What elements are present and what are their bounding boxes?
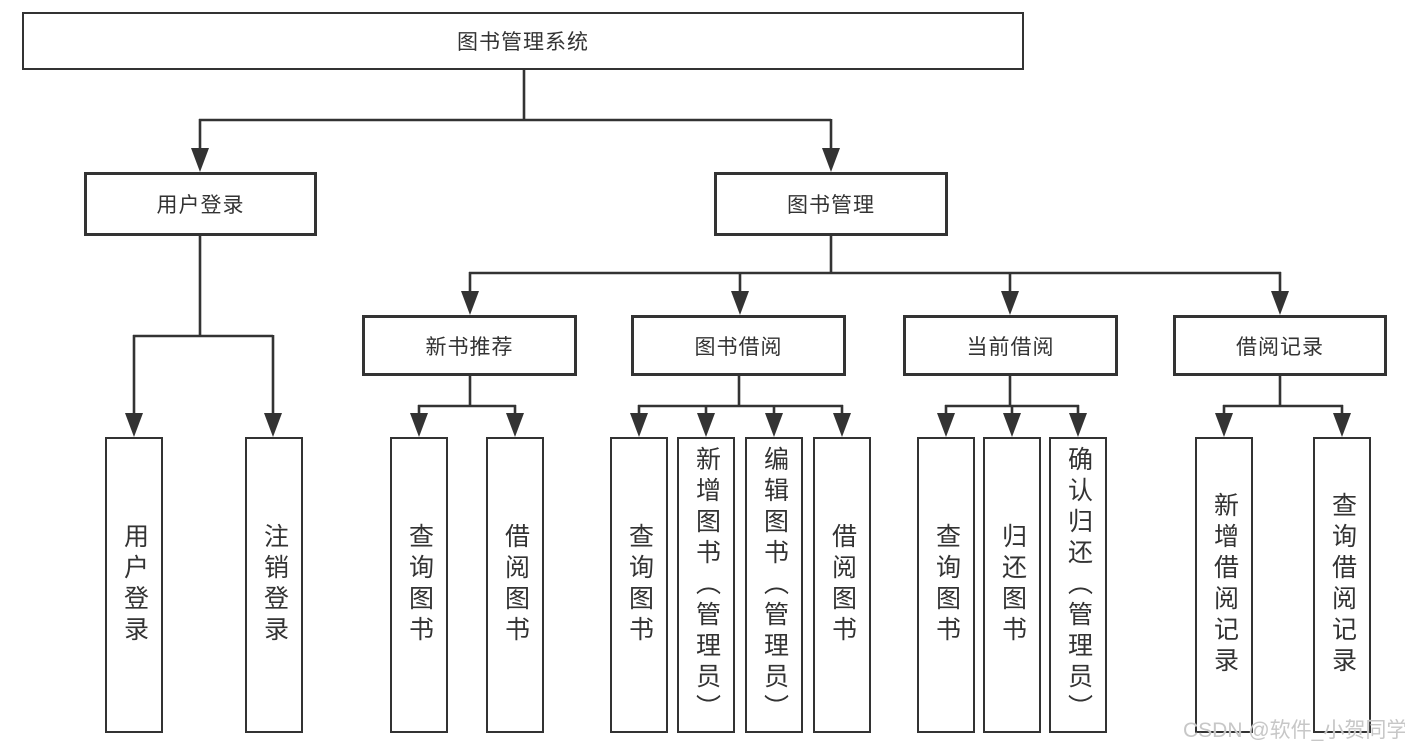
node-new-book-recommendation: 新书推荐 (362, 315, 577, 376)
leaf-label: 查询图书 (625, 523, 654, 647)
connector-new-book-to-leaves (410, 376, 524, 437)
leaf-label: 查询借阅记录 (1328, 492, 1357, 678)
node-library-management-system: 图书管理系统 (22, 12, 1024, 70)
node-label: 用户登录 (156, 194, 245, 217)
watermark: CSDN @软件_小贺同学 (1183, 719, 1405, 742)
leaf-add-books-admin: 新增图书（管理员） (677, 437, 735, 733)
leaf-borrow-books-borrowing: 借阅图书 (813, 437, 871, 733)
node-user-login: 用户登录 (84, 172, 317, 236)
node-book-borrowing: 图书借阅 (631, 315, 846, 376)
node-label: 图书管理系统 (457, 31, 589, 54)
leaf-query-books-borrowing: 查询图书 (610, 437, 668, 733)
leaf-user-login: 用户登录 (105, 437, 163, 733)
node-label: 图书借阅 (694, 335, 783, 359)
leaf-label: 确认归还（管理员） (1064, 445, 1093, 725)
connector-borrowing-records-to-leaves (1215, 376, 1351, 437)
connector-user-login-to-leaves (125, 236, 282, 437)
connector-root-to-level2 (191, 70, 840, 172)
node-current-borrowing: 当前借阅 (903, 315, 1118, 376)
node-borrowing-records: 借阅记录 (1173, 315, 1387, 376)
leaf-label: 借阅图书 (828, 523, 857, 647)
leaf-label: 查询图书 (405, 523, 434, 647)
leaf-label: 编辑图书（管理员） (760, 445, 789, 725)
leaf-confirm-return-admin: 确认归还（管理员） (1049, 437, 1107, 733)
leaf-query-borrow-record: 查询借阅记录 (1313, 437, 1371, 733)
node-label: 借阅记录 (1236, 335, 1324, 359)
leaf-label: 归还图书 (998, 523, 1027, 647)
connector-book-management-to-level3 (461, 236, 1289, 315)
leaf-return-books: 归还图书 (983, 437, 1041, 733)
node-label: 图书管理 (787, 194, 875, 217)
leaf-label: 查询图书 (932, 523, 961, 647)
leaf-label: 新增借阅记录 (1210, 492, 1239, 678)
node-label: 新书推荐 (425, 335, 514, 359)
connector-current-borrowing-to-leaves (937, 376, 1087, 437)
leaf-label: 用户登录 (120, 523, 149, 647)
leaf-edit-books-admin: 编辑图书（管理员） (745, 437, 803, 733)
node-book-management: 图书管理 (714, 172, 948, 236)
leaf-borrow-books-recommend: 借阅图书 (486, 437, 544, 733)
leaf-logout: 注销登录 (245, 437, 303, 733)
leaf-label: 注销登录 (260, 523, 289, 647)
connector-book-borrowing-to-leaves (630, 376, 851, 437)
leaf-add-borrow-record: 新增借阅记录 (1195, 437, 1253, 733)
leaf-label: 新增图书（管理员） (692, 445, 721, 725)
leaf-query-books-current: 查询图书 (917, 437, 975, 733)
node-label: 当前借阅 (966, 335, 1055, 359)
leaf-label: 借阅图书 (501, 523, 530, 647)
leaf-query-books-recommend: 查询图书 (390, 437, 448, 733)
